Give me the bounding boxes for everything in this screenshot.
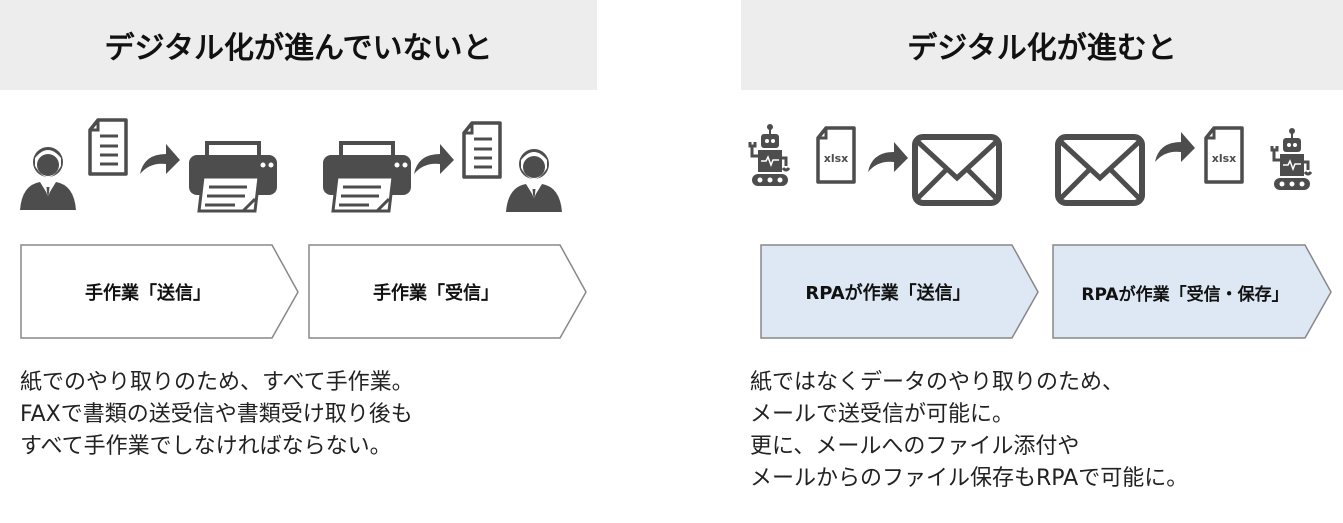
xlsx-label: xlsx: [824, 152, 849, 165]
step-rpa-receive-save: RPAが作業「受信・保存」: [1013, 244, 1343, 340]
right-description: 紙ではなくデータのやり取りのため、 メールで送受信が可能に。 更に、メールへのフ…: [750, 367, 1188, 495]
text-line: 紙でのやり取りのため、すべて手作業。: [20, 370, 414, 395]
text-line: FAXで書類の送受信や書類受け取り後も: [20, 402, 413, 427]
person-icon: [506, 149, 562, 212]
right-header: デジタル化が進むと: [741, 0, 1343, 90]
mail-icon: [912, 134, 1004, 208]
person-icon: [20, 147, 76, 210]
arrow-icon: [140, 144, 180, 174]
printer-icon: [321, 141, 413, 213]
document-icon: [462, 121, 502, 179]
robot-icon: [748, 124, 791, 188]
printer-icon: [187, 141, 279, 213]
left-description: 紙でのやり取りのため、すべて手作業。 FAXで書類の送受信や書類受け取り後も す…: [20, 367, 414, 463]
arrow-icon: [868, 142, 908, 172]
left-title: デジタル化が進んでいないと: [104, 31, 493, 66]
arrow-icon: [414, 144, 454, 174]
text-line: メールで送受信が可能に。: [750, 402, 1015, 427]
mail-icon: [1055, 134, 1147, 208]
xlsx-file-icon: xlsx: [1204, 126, 1244, 184]
step-manual-receive: 手作業「受信」: [308, 244, 588, 340]
text-line: メールからのファイル保存もRPAで可能に。: [750, 466, 1189, 491]
robot-icon: [1270, 128, 1313, 192]
right-title: デジタル化が進むと: [907, 31, 1177, 66]
arrow-icon: [1155, 132, 1195, 162]
text-line: 紙ではなくデータのやり取りのため、: [750, 370, 1125, 395]
step-manual-send: 手作業「送信」: [20, 244, 300, 340]
xlsx-label: xlsx: [1212, 152, 1237, 165]
text-line: 更に、メールへのファイル添付や: [750, 434, 1080, 459]
document-icon: [88, 118, 128, 176]
xlsx-file-icon: xlsx: [816, 126, 856, 184]
left-header: デジタル化が進んでいないと: [0, 0, 597, 90]
text-line: すべて手作業でしなければならない。: [20, 434, 392, 459]
step-rpa-send: RPAが作業「送信」: [760, 244, 1040, 340]
